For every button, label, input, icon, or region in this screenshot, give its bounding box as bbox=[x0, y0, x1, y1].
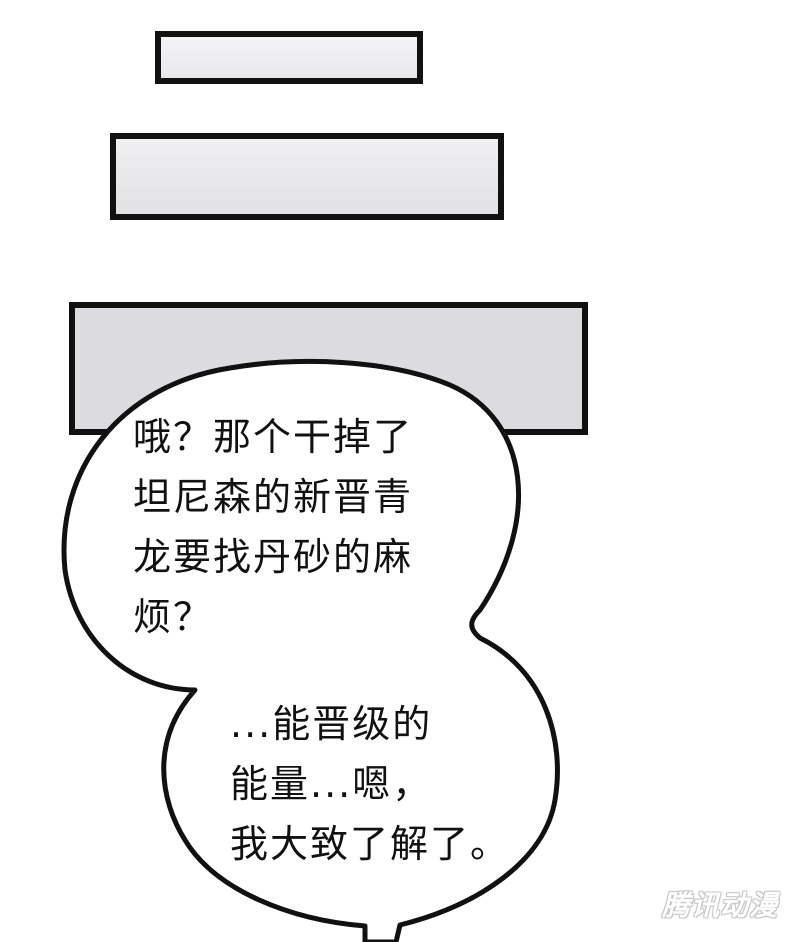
speech-line: 烦？ bbox=[133, 595, 214, 639]
narration-box-small bbox=[155, 31, 423, 84]
speech-text-question: 哦？那个干掉了 坦尼森的新晋青 龙要找丹砂的麻 烦？ bbox=[133, 407, 413, 647]
speech-line: 龙要找丹砂的麻 bbox=[133, 535, 414, 579]
narration-box-medium bbox=[110, 133, 504, 220]
watermark-logo: 腾讯动漫 bbox=[661, 889, 778, 922]
speech-line: ...能晋级的 bbox=[230, 702, 433, 746]
speech-text-answer: ...能晋级的 能量...嗯， 我大致了解了。 bbox=[230, 694, 510, 874]
speech-line: 我大致了解了。 bbox=[230, 822, 511, 866]
speech-bubble-outline bbox=[61, 359, 560, 942]
speech-line: 坦尼森的新晋青 bbox=[133, 475, 414, 519]
speech-line: 能量...嗯， bbox=[230, 762, 433, 806]
speech-line: 哦？那个干掉了 bbox=[133, 415, 414, 459]
